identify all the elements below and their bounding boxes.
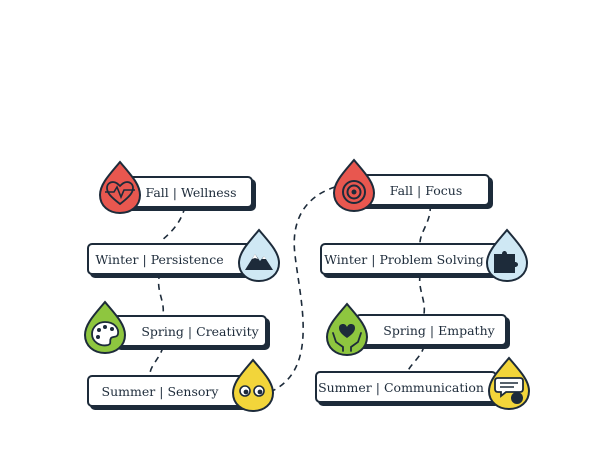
season-text: Summer [101,383,156,399]
stage-label-spring-creativity: Spring | Creativity [113,315,267,347]
stage-label-summer-communication: Summer | Communication [315,371,497,403]
season-text: Spring [141,323,184,339]
separator-text: | [187,323,193,339]
separator-text: | [375,379,380,395]
season-text: Summer [318,379,372,395]
puzzle-icon [485,228,529,283]
stage-label-spring-empathy: Spring | Empathy [355,314,507,346]
target-icon [332,158,376,213]
season-text: Fall [389,182,414,198]
season-text: Spring [383,322,426,338]
season-text: Winter [324,251,368,267]
heart-hands-icon [325,302,369,357]
skill-text: Problem Solving [379,251,484,267]
separator-text: | [172,184,177,200]
skill-text: Empathy [438,322,495,338]
separator-text: | [142,251,147,267]
stage-label-summer-sensory: Summer | Sensory [87,375,247,407]
eyes-icon [231,358,275,413]
stage-label-winter-problem-solving: Winter | Problem Solving [320,243,500,275]
separator-text: | [417,182,422,198]
season-text: Winter [95,251,139,267]
skill-text: Sensory [167,383,219,399]
palette-icon [83,300,127,355]
stage-label-winter-persistence: Winter | Persistence [87,243,252,275]
heart-pulse-icon [98,160,142,215]
speech-bubbles-icon [487,356,531,411]
skill-text: Persistence [150,251,224,267]
skill-text: Communication [383,379,484,395]
skill-text: Creativity [196,323,259,339]
season-text: Fall [145,184,169,200]
stage-label-fall-focus: Fall | Focus [352,174,490,206]
separator-text: | [159,383,164,399]
mountain-icon [237,228,281,283]
separator-text: | [371,251,376,267]
skill-text: Focus [425,182,463,198]
skill-text: Wellness [181,184,237,200]
separator-text: | [429,322,435,338]
